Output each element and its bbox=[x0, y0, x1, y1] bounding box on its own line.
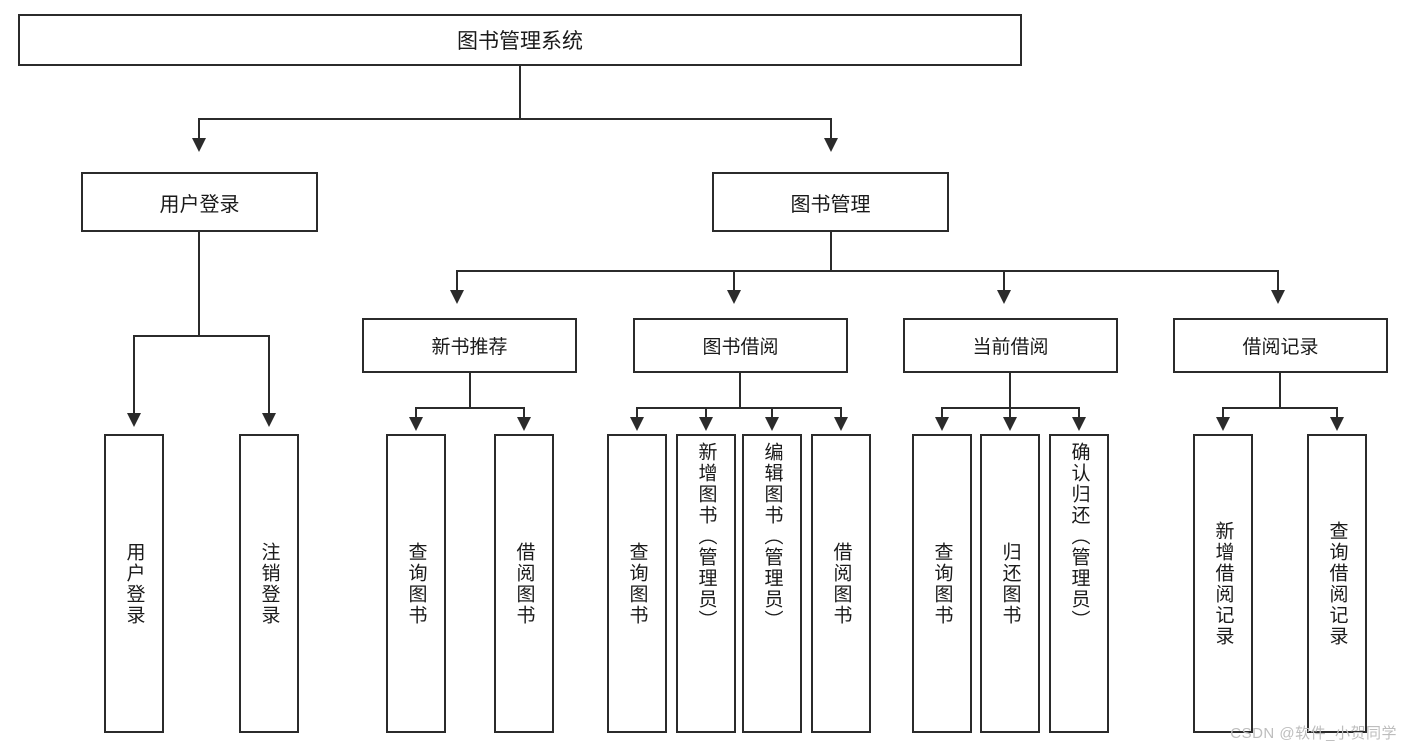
arrow-newbook-leaf-2-icon bbox=[517, 417, 531, 431]
arrow-bookborrow-leaf-4-icon bbox=[834, 417, 848, 431]
connector-newbook-stem bbox=[469, 373, 471, 409]
leaf-currentborrow-return-book[interactable]: 归还图书 bbox=[980, 434, 1040, 733]
connector-bookborrow-leg-3 bbox=[771, 407, 773, 419]
node-label: 确认归还（管理员） bbox=[1068, 442, 1090, 631]
connector-root-stem bbox=[519, 66, 521, 119]
arrow-bookmgmt-child-3-icon bbox=[997, 290, 1011, 304]
leaf-borrowrecord-query-record[interactable]: 查询借阅记录 bbox=[1307, 434, 1367, 733]
connector-borrowrecord-stem bbox=[1279, 373, 1281, 409]
arrow-login-leaf-1-icon bbox=[127, 413, 141, 427]
node-label: 新增图书（管理员） bbox=[695, 442, 717, 631]
node-label: 查询图书 bbox=[931, 541, 953, 626]
leaf-newbook-borrow-book[interactable]: 借阅图书 bbox=[494, 434, 554, 733]
connector-login-stem bbox=[198, 232, 200, 336]
arrow-root-to-login-icon bbox=[192, 138, 206, 152]
node-borrow-record[interactable]: 借阅记录 bbox=[1173, 318, 1388, 373]
leaf-bookborrow-edit-book[interactable]: 编辑图书（管理员） bbox=[742, 434, 802, 733]
node-label: 查询图书 bbox=[626, 541, 648, 626]
arrow-bookmgmt-child-2-icon bbox=[727, 290, 741, 304]
node-new-book-recommend[interactable]: 新书推荐 bbox=[362, 318, 577, 373]
connector-bookmgmt-bus bbox=[456, 270, 1279, 272]
leaf-user-login[interactable]: 用户登录 bbox=[104, 434, 164, 733]
node-label: 注销登录 bbox=[258, 541, 280, 626]
connector-login-leg-2 bbox=[268, 335, 270, 415]
connector-bookmgmt-leg-3 bbox=[1003, 270, 1005, 292]
node-label: 借阅图书 bbox=[513, 541, 535, 626]
connector-bookmgmt-leg-1 bbox=[456, 270, 458, 292]
leaf-bookborrow-borrow-book[interactable]: 借阅图书 bbox=[811, 434, 871, 733]
leaf-logout[interactable]: 注销登录 bbox=[239, 434, 299, 733]
connector-bookborrow-leg-1 bbox=[636, 407, 638, 419]
node-label: 当前借阅 bbox=[972, 337, 1049, 358]
node-label: 图书管理系统 bbox=[457, 30, 583, 53]
connector-currentborrow-leg-2 bbox=[1009, 407, 1011, 419]
node-root-system[interactable]: 图书管理系统 bbox=[18, 14, 1022, 66]
leaf-currentborrow-confirm-return[interactable]: 确认归还（管理员） bbox=[1049, 434, 1109, 733]
leaf-newbook-query-book[interactable]: 查询图书 bbox=[386, 434, 446, 733]
leaf-currentborrow-query-book[interactable]: 查询图书 bbox=[912, 434, 972, 733]
connector-borrowrecord-leg-2 bbox=[1336, 407, 1338, 419]
node-label: 用户登录 bbox=[159, 193, 240, 216]
node-user-login[interactable]: 用户登录 bbox=[81, 172, 318, 232]
node-current-borrow[interactable]: 当前借阅 bbox=[903, 318, 1118, 373]
connector-login-bus bbox=[133, 335, 270, 337]
connector-root-to-bookmgmt bbox=[830, 118, 832, 140]
node-label: 编辑图书（管理员） bbox=[761, 442, 783, 631]
node-label: 新书推荐 bbox=[431, 337, 508, 358]
arrow-borrowrecord-leaf-2-icon bbox=[1330, 417, 1344, 431]
leaf-bookborrow-add-book[interactable]: 新增图书（管理员） bbox=[676, 434, 736, 733]
node-label: 借阅图书 bbox=[830, 541, 852, 626]
arrow-newbook-leaf-1-icon bbox=[409, 417, 423, 431]
node-label: 图书管理 bbox=[790, 193, 871, 216]
node-label: 归还图书 bbox=[999, 541, 1021, 626]
arrow-borrowrecord-leaf-1-icon bbox=[1216, 417, 1230, 431]
connector-borrowrecord-bus bbox=[1222, 407, 1338, 409]
arrow-bookborrow-leaf-3-icon bbox=[765, 417, 779, 431]
node-label: 查询借阅记录 bbox=[1326, 520, 1348, 647]
leaf-bookborrow-query-book[interactable]: 查询图书 bbox=[607, 434, 667, 733]
arrow-bookborrow-leaf-2-icon bbox=[699, 417, 713, 431]
arrow-currentborrow-leaf-1-icon bbox=[935, 417, 949, 431]
node-label: 用户登录 bbox=[123, 541, 145, 626]
connector-root-to-login bbox=[198, 118, 200, 140]
csdn-watermark: CSDN @软件_小贺同学 bbox=[1230, 725, 1397, 742]
arrow-bookmgmt-child-4-icon bbox=[1271, 290, 1285, 304]
connector-login-leg-1 bbox=[133, 335, 135, 415]
connector-newbook-leg-1 bbox=[415, 407, 417, 419]
node-label: 查询图书 bbox=[405, 541, 427, 626]
connector-bookmgmt-leg-4 bbox=[1277, 270, 1279, 292]
connector-bookborrow-bus bbox=[636, 407, 842, 409]
connector-borrowrecord-leg-1 bbox=[1222, 407, 1224, 419]
connector-currentborrow-stem bbox=[1009, 373, 1011, 409]
arrow-bookborrow-leaf-1-icon bbox=[630, 417, 644, 431]
connector-bookborrow-stem bbox=[739, 373, 741, 409]
arrow-currentborrow-leaf-2-icon bbox=[1003, 417, 1017, 431]
connector-bookborrow-leg-4 bbox=[840, 407, 842, 419]
connector-bookmgmt-leg-2 bbox=[733, 270, 735, 292]
connector-bookborrow-leg-2 bbox=[705, 407, 707, 419]
connector-currentborrow-leg-1 bbox=[941, 407, 943, 419]
arrow-currentborrow-leaf-3-icon bbox=[1072, 417, 1086, 431]
node-label: 图书借阅 bbox=[702, 337, 779, 358]
node-book-borrow[interactable]: 图书借阅 bbox=[633, 318, 848, 373]
connector-bookmgmt-stem bbox=[830, 232, 832, 272]
connector-newbook-bus bbox=[415, 407, 525, 409]
connector-currentborrow-leg-3 bbox=[1078, 407, 1080, 419]
node-book-management[interactable]: 图书管理 bbox=[712, 172, 949, 232]
node-label: 新增借阅记录 bbox=[1212, 520, 1234, 647]
arrow-root-to-bookmgmt-icon bbox=[824, 138, 838, 152]
arrow-login-leaf-2-icon bbox=[262, 413, 276, 427]
connector-root-bus bbox=[198, 118, 832, 120]
node-label: 借阅记录 bbox=[1242, 337, 1319, 358]
leaf-borrowrecord-add-record[interactable]: 新增借阅记录 bbox=[1193, 434, 1253, 733]
connector-newbook-leg-2 bbox=[523, 407, 525, 419]
arrow-bookmgmt-child-1-icon bbox=[450, 290, 464, 304]
